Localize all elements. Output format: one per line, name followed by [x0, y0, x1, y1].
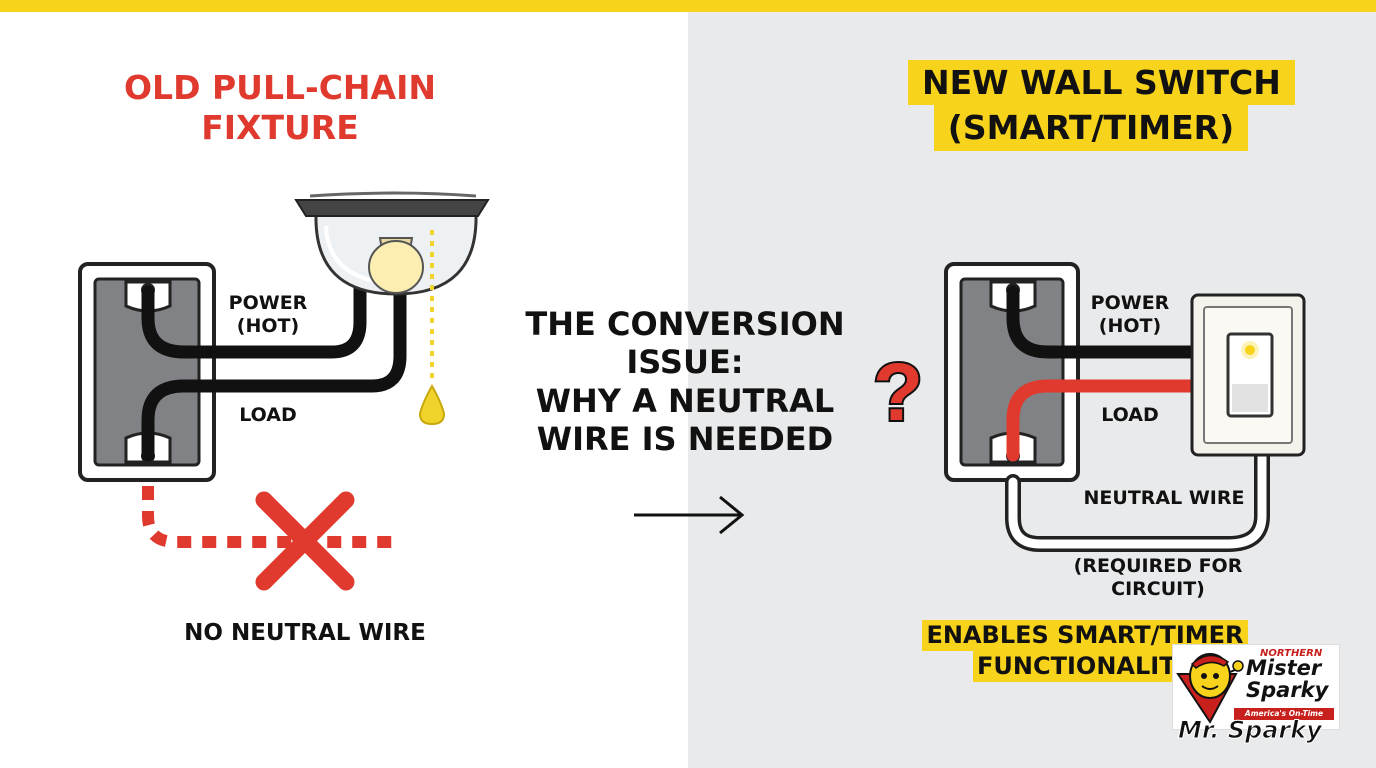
conversion-heading-line4: WIRE IS NEEDED: [536, 420, 834, 459]
logo-tagline: America's On-Time Electrician: [1234, 708, 1334, 730]
new-switch-title-line2: (SMART/TIMER): [933, 105, 1249, 151]
logo-sparky-text: Sparky: [1246, 678, 1329, 702]
old-fixture-title-line2: FIXTURE: [201, 107, 359, 147]
new-junction-box: [944, 262, 1080, 482]
old-power-wire: [141, 275, 367, 359]
logo-brand-text: Mr. Sparky: [1178, 716, 1323, 745]
old-fixture-title: OLD PULL-CHAIN FIXTURE: [80, 68, 480, 147]
old-power-label: POWER (HOT): [218, 292, 318, 338]
neutral-wire-label: NEUTRAL WIRE: [1083, 487, 1245, 509]
new-power-label-line2: (HOT): [1098, 314, 1162, 337]
new-switch-title-line1: NEW WALL SWITCH: [908, 60, 1295, 106]
old-power-label-line2: (HOT): [236, 314, 300, 337]
old-load-wire: [141, 285, 407, 462]
new-power-label-line1: POWER: [1090, 292, 1170, 314]
conversion-issue-heading: THE CONVERSION ISSUE: WHY A NEUTRAL WIRE…: [500, 305, 870, 459]
conversion-heading-line2: ISSUE:: [626, 343, 744, 382]
new-power-wire: [1006, 285, 1203, 359]
old-fixture-title-line1: OLD PULL-CHAIN: [124, 68, 436, 107]
old-junction-box: [78, 262, 216, 482]
mascot-bulb-icon: [1176, 653, 1244, 724]
conversion-heading-line3: WHY A NEUTRAL: [535, 381, 835, 420]
arrow-right-icon: [634, 495, 745, 535]
new-load-label: LOAD: [1101, 404, 1159, 426]
old-load-label: LOAD: [239, 404, 297, 426]
new-load-wire: [1006, 379, 1203, 462]
pull-chain-fixture: [294, 191, 490, 426]
smart-wall-switch: [1190, 293, 1306, 457]
mr-sparky-logo: NORTHERN Mister Sparky America's On-Time…: [1172, 644, 1348, 748]
logo-northern-text: NORTHERN: [1260, 648, 1323, 659]
new-switch-title: NEW WALL SWITCH (SMART/TIMER): [908, 60, 1295, 154]
logo-mister-text: Mister: [1246, 656, 1322, 680]
top-accent-bar: [0, 0, 1376, 12]
pull-chain-handle-icon: [418, 383, 446, 426]
missing-neutral-dashed-wire: [142, 486, 396, 548]
red-x-icon: [255, 491, 355, 591]
enables-line2: FUNCTIONALITY: [973, 651, 1197, 683]
new-power-label: POWER (HOT): [1080, 292, 1180, 338]
no-neutral-label: NO NEUTRAL WIRE: [184, 620, 426, 646]
conversion-heading-line1: THE CONVERSION: [525, 305, 845, 343]
required-line1: (REQUIRED FOR: [1073, 555, 1243, 577]
question-mark-icon: ?: [871, 345, 925, 440]
svg-text:?: ?: [873, 347, 923, 438]
old-power-label-line1: POWER: [228, 292, 308, 314]
required-for-circuit-label: (REQUIRED FOR CIRCUIT): [1066, 555, 1250, 601]
indicator-light-icon: [1245, 345, 1255, 355]
required-line2: CIRCUIT): [1111, 577, 1205, 600]
light-bulb-icon: [368, 240, 424, 294]
